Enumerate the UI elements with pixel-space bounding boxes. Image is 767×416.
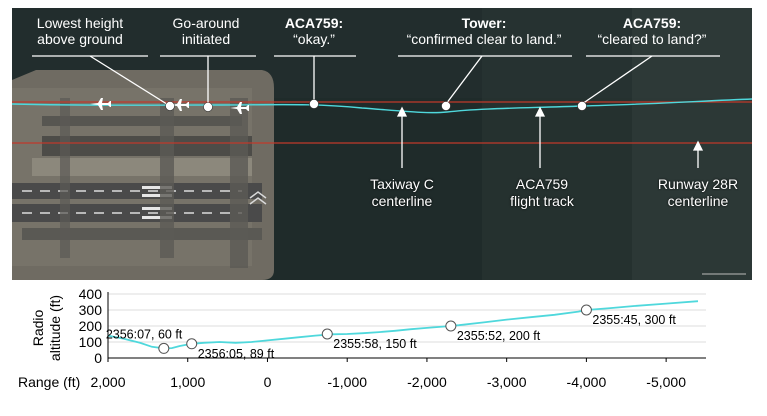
altitude-marker bbox=[321, 328, 333, 340]
annotation-lowest-height: Lowest height above ground bbox=[22, 15, 138, 47]
x-tick-label: 1,000 bbox=[170, 374, 205, 390]
annotation-aca759-cleared: ACA759: “cleared to land?” bbox=[584, 15, 720, 47]
y-tick-label: 200 bbox=[79, 318, 103, 334]
y-tick-label: 0 bbox=[94, 350, 102, 366]
label-runway-28r: Runway 28R centerline bbox=[646, 176, 750, 210]
annotation-aca759-okay: ACA759: “okay.” bbox=[272, 15, 356, 47]
label-line: Taxiway C bbox=[370, 176, 434, 192]
tower-pointer bbox=[445, 55, 483, 105]
x-tick-label: 2,000 bbox=[90, 374, 125, 390]
annotation-line: Lowest height bbox=[36, 15, 124, 31]
aircraft-icon bbox=[90, 98, 249, 114]
annotation-speaker: Tower: bbox=[461, 15, 507, 31]
label-taxiway-c: Taxiway C centerline bbox=[354, 176, 450, 210]
tower-marker bbox=[441, 101, 451, 111]
annotation-quote: “cleared to land?” bbox=[597, 31, 707, 47]
altitude-marker bbox=[445, 320, 457, 332]
aca-okay-marker bbox=[309, 99, 319, 109]
label-line: flight track bbox=[510, 193, 574, 209]
annotation-line: above ground bbox=[37, 31, 123, 47]
aca-cleared-marker bbox=[577, 101, 587, 111]
x-tick-label: -5,000 bbox=[646, 374, 686, 390]
x-axis-label: Range (ft) bbox=[18, 374, 80, 390]
altitude-marker-label: 2355:58, 150 ft bbox=[333, 337, 417, 351]
aerial-photo bbox=[12, 8, 752, 280]
annotation-line: Go-around bbox=[172, 15, 240, 31]
annotation-quote: “okay.” bbox=[293, 31, 335, 47]
lowest-height-pointer bbox=[89, 55, 171, 107]
altitude-marker bbox=[580, 304, 592, 316]
x-tick-label: 0 bbox=[264, 374, 272, 390]
lowest-height-marker bbox=[165, 101, 175, 111]
y-axis-label-line-1: Radio bbox=[30, 310, 46, 347]
x-tick-label: -2,000 bbox=[407, 374, 447, 390]
altitude-marker bbox=[186, 338, 198, 350]
radio-altitude-series-line bbox=[107, 300, 699, 350]
y-tick-label: 100 bbox=[79, 334, 103, 350]
x-tick-label: -1,000 bbox=[327, 374, 367, 390]
label-line: Runway 28R bbox=[657, 176, 739, 192]
altitude-marker-label: 2356:05, 89 ft bbox=[198, 347, 275, 361]
y-tick-label: 400 bbox=[79, 286, 103, 302]
altitude-marker-label: 2355:45, 300 ft bbox=[592, 313, 676, 327]
label-line: ACA759 bbox=[515, 176, 569, 192]
label-flight-track: ACA759 flight track bbox=[494, 176, 590, 210]
y-axis-label-line-2: altitude (ft) bbox=[47, 295, 63, 361]
annotation-tower: Tower: “confirmed clear to land.” bbox=[396, 15, 572, 47]
annotation-speaker: ACA759: bbox=[622, 15, 682, 31]
annotation-quote: “confirmed clear to land.” bbox=[406, 31, 562, 47]
annotation-line: initiated bbox=[181, 31, 231, 47]
label-line: centerline bbox=[667, 193, 729, 209]
altitude-marker-label: 2356:07, 60 ft bbox=[106, 327, 183, 341]
annotation-go-around: Go-around initiated bbox=[158, 15, 254, 47]
aca-cleared-pointer bbox=[581, 55, 653, 105]
annotation-speaker: ACA759: bbox=[284, 15, 344, 31]
altitude-marker bbox=[158, 342, 170, 354]
altitude-marker-label: 2355:52, 200 ft bbox=[457, 329, 541, 343]
go-around-marker bbox=[203, 102, 213, 112]
x-tick-label: -4,000 bbox=[567, 374, 607, 390]
y-tick-label: 300 bbox=[79, 302, 103, 318]
x-tick-label: -3,000 bbox=[487, 374, 527, 390]
label-line: centerline bbox=[371, 193, 433, 209]
